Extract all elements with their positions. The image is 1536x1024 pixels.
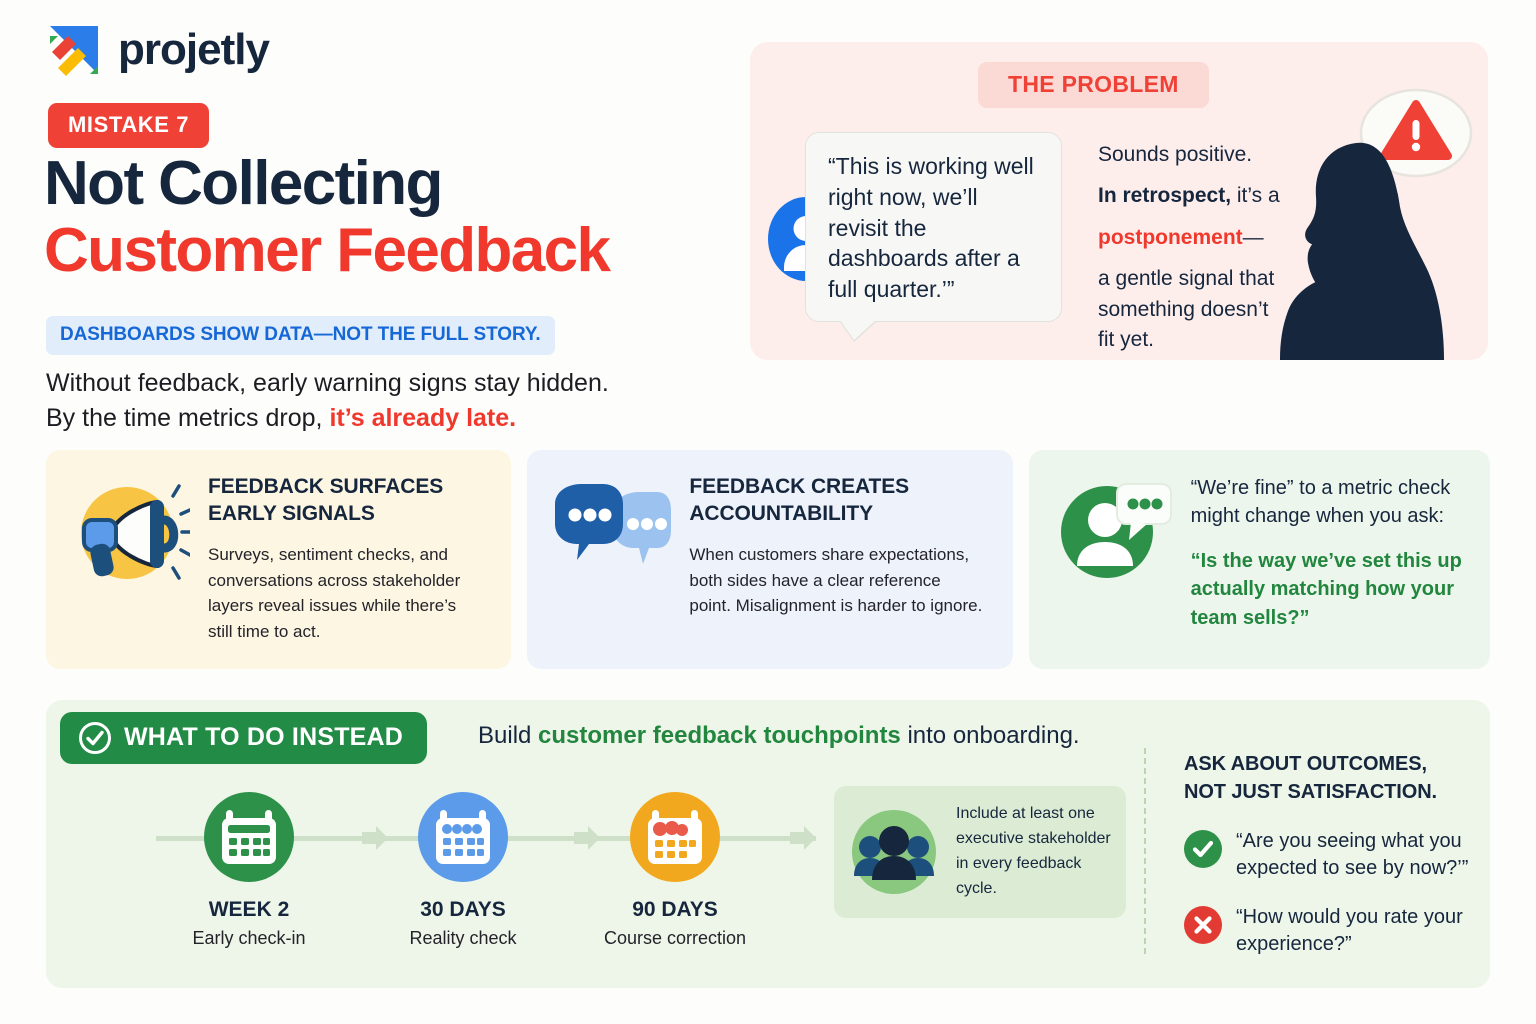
vertical-dashed-divider bbox=[1144, 748, 1146, 954]
problem-line-6: fit yet. bbox=[1098, 328, 1155, 352]
timeline-labels: WEEK 2 Early check-in 30 DAYS Reality ch… bbox=[106, 898, 826, 968]
lede-line-2: By the time metrics drop, it’s already l… bbox=[46, 401, 609, 436]
chat-bubbles-icon bbox=[553, 474, 672, 592]
problem-badge: THE PROBLEM bbox=[978, 62, 1209, 108]
what-to-do-instead-label: WHAT TO DO INSTEAD bbox=[124, 723, 404, 751]
timeline-arrow-2-icon bbox=[574, 826, 600, 850]
build-post: into onboarding. bbox=[900, 722, 1080, 749]
timeline-step-90-days bbox=[630, 792, 720, 882]
timeline-label-90-days: 90 DAYS Course correction bbox=[565, 898, 785, 949]
benefit-cards: FEEDBACK SURFACES EARLY SIGNALS Surveys,… bbox=[46, 450, 1490, 670]
cross-circle-icon bbox=[1184, 906, 1222, 944]
problem-line-1: Sounds positive. bbox=[1098, 143, 1253, 166]
ask-row-good: “Are you seeing what you expected to see… bbox=[1184, 828, 1504, 882]
card-body: “We’re fine” to a metric check might cha… bbox=[1191, 474, 1464, 645]
card-feedback-creates-accountability: FEEDBACK CREATES ACCOUNTABILITY When cus… bbox=[527, 450, 1013, 670]
customer-quote-text: “This is working well right now, we’ll r… bbox=[828, 153, 1034, 303]
timeline-arrow-3-icon bbox=[790, 826, 816, 850]
calendar-icon bbox=[436, 810, 490, 864]
timeline-label-subtitle: Early check-in bbox=[192, 928, 306, 948]
executive-stakeholder-text: Include at least one executive stakehold… bbox=[956, 805, 1111, 897]
headline-line-2: Customer Feedback bbox=[44, 216, 611, 286]
calendar-icon bbox=[222, 810, 276, 864]
card-title: FEEDBACK SURFACES EARLY SIGNALS bbox=[208, 475, 444, 525]
card-body: FEEDBACK SURFACES EARLY SIGNALS Surveys,… bbox=[208, 474, 485, 645]
build-highlight: customer feedback touchpoints bbox=[538, 722, 901, 749]
ask-row-bad-text: “How would you rate your experience?” bbox=[1236, 906, 1463, 955]
what-to-do-instead-panel: WHAT TO DO INSTEAD Build customer feedba… bbox=[46, 700, 1490, 988]
ask-row-good-text: “Are you seeing what you expected to see… bbox=[1236, 830, 1469, 879]
problem-line-4: a gentle signal that bbox=[1098, 267, 1275, 291]
build-pre: Build bbox=[478, 722, 539, 749]
problem-line-2: In retrospect, it’s a bbox=[1098, 181, 1298, 211]
person-chat-icon bbox=[1055, 474, 1173, 592]
headline-line-1: Not Collecting bbox=[44, 149, 443, 218]
projetly-logo-mark-icon bbox=[46, 22, 102, 78]
check-circle-icon bbox=[1184, 830, 1222, 868]
brand-lockup: projetly bbox=[46, 22, 270, 78]
calendar-alert-icon bbox=[648, 810, 702, 864]
card-body: FEEDBACK CREATES ACCOUNTABILITY When cus… bbox=[689, 474, 986, 645]
problem-panel: THE PROBLEM “This is working well right … bbox=[750, 42, 1488, 360]
ask-title-line-1: ASK ABOUT OUTCOMES, bbox=[1184, 753, 1427, 775]
subtitle-bar: DASHBOARDS SHOW DATA—NOT THE FULL STORY. bbox=[46, 316, 555, 355]
problem-explanation: Sounds positive. In retrospect, it’s a p… bbox=[1098, 140, 1298, 356]
timeline-label-title: WEEK 2 bbox=[208, 898, 290, 921]
timeline-label-subtitle: Course correction bbox=[603, 928, 747, 948]
ask-row-bad: “How would you rate your experience?” bbox=[1184, 904, 1504, 958]
card-text: Surveys, sentiment checks, and conversat… bbox=[208, 544, 461, 642]
lede-line-2-highlight: it’s already late. bbox=[329, 403, 517, 432]
card-feedback-surfaces-early-signals: FEEDBACK SURFACES EARLY SIGNALS Surveys,… bbox=[46, 450, 512, 670]
problem-keyword: postponement bbox=[1098, 225, 1243, 249]
executive-stakeholder-callout: Include at least one executive stakehold… bbox=[834, 786, 1126, 918]
problem-line-2-rest: it’s a bbox=[1231, 184, 1280, 208]
problem-line-2-bold: In retrospect, bbox=[1098, 184, 1232, 208]
card-intro-text: “We’re fine” to a metric check might cha… bbox=[1190, 477, 1451, 528]
card-highlight-question: “Is the way we’ve set this up actually m… bbox=[1190, 549, 1462, 629]
card-title: FEEDBACK CREATES ACCOUNTABILITY bbox=[689, 475, 910, 525]
timeline-step-30-days bbox=[418, 792, 508, 882]
timeline-label-30-days: 30 DAYS Reality check bbox=[353, 898, 573, 949]
ask-title-line-2: NOT JUST SATISFACTION. bbox=[1184, 781, 1437, 803]
lede-paragraph: Without feedback, early warning signs st… bbox=[46, 366, 609, 435]
lede-line-2-plain: By the time metrics drop, bbox=[46, 403, 330, 432]
what-to-do-instead-badge: WHAT TO DO INSTEAD bbox=[60, 712, 428, 764]
megaphone-icon bbox=[72, 474, 193, 592]
page-title: Not Collecting Customer Feedback bbox=[44, 149, 611, 286]
build-touchpoints-line: Build customer feedback touchpoints into… bbox=[478, 722, 1080, 750]
card-ask-the-question: “We’re fine” to a metric check might cha… bbox=[1028, 450, 1490, 670]
brand-wordmark: projetly bbox=[118, 25, 270, 74]
thinking-person-silhouette-icon bbox=[1264, 135, 1474, 360]
problem-line-5: something doesn’t bbox=[1098, 297, 1269, 321]
timeline-label-title: 30 DAYS bbox=[420, 898, 506, 921]
people-group-icon bbox=[842, 800, 946, 904]
card-text: When customers share expectations, both … bbox=[689, 544, 983, 616]
timeline-track bbox=[106, 792, 826, 882]
problem-line-3-rest: — bbox=[1242, 225, 1264, 249]
mistake-badge: MISTAKE 7 bbox=[48, 103, 210, 148]
timeline-arrow-1-icon bbox=[362, 826, 388, 850]
check-circle-icon bbox=[78, 721, 112, 755]
timeline-label-week-2: WEEK 2 Early check-in bbox=[139, 898, 359, 949]
problem-line-3: postponement— bbox=[1098, 223, 1298, 253]
bubble-tail bbox=[840, 320, 876, 341]
lede-line-1: Without feedback, early warning signs st… bbox=[46, 369, 609, 397]
ask-about-outcomes-block: ASK ABOUT OUTCOMES, NOT JUST SATISFACTIO… bbox=[1184, 750, 1504, 958]
timeline-label-subtitle: Reality check bbox=[409, 928, 517, 948]
timeline-label-title: 90 DAYS bbox=[632, 898, 718, 921]
timeline-step-week-2 bbox=[204, 792, 294, 882]
customer-quote-bubble: “This is working well right now, we’ll r… bbox=[805, 132, 1062, 341]
